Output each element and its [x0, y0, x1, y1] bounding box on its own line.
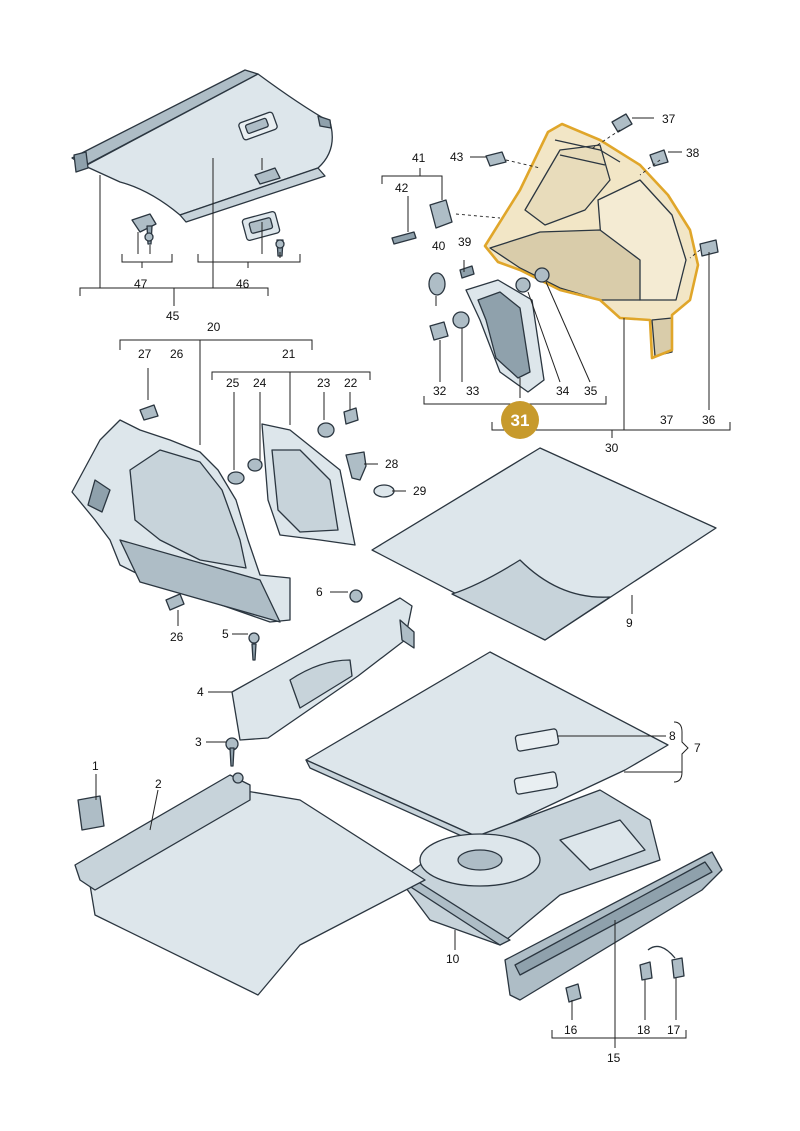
- callout-33: 33: [466, 384, 480, 398]
- luggage-cover-assembly: [71, 69, 333, 223]
- rear-bumper-trim-15: [504, 851, 723, 1003]
- callout-24: 24: [253, 376, 267, 390]
- callout-34: 34: [556, 384, 570, 398]
- callout-2: 2: [155, 777, 162, 791]
- callout-27: 27: [138, 347, 152, 361]
- callout-10: 10: [446, 952, 460, 966]
- callout-18: 18: [637, 1023, 651, 1037]
- highlight-badge-31[interactable]: 31: [501, 401, 539, 439]
- floor-covering-9: [371, 447, 717, 641]
- callout-5: 5: [222, 627, 229, 641]
- callout-23: 23: [317, 376, 331, 390]
- callout-29: 29: [413, 484, 427, 498]
- highlight-badge-label: 31: [511, 411, 530, 430]
- floor-panel-7: [305, 651, 669, 847]
- callout-30: 30: [605, 441, 619, 455]
- callout-8: 8: [669, 729, 676, 743]
- callout-46: 46: [236, 277, 250, 291]
- storage-compartment-21: [227, 407, 395, 546]
- callout-45: 45: [166, 309, 180, 323]
- side-trim-panel-20: [71, 404, 291, 623]
- loading-sill-trim-4: [231, 589, 415, 741]
- trim-fasteners-31-group: [391, 113, 719, 393]
- callout-39: 39: [458, 235, 472, 249]
- callout-37-top: 37: [662, 112, 676, 126]
- callout-26-top: 26: [170, 347, 184, 361]
- cover-handle-46: [241, 210, 285, 257]
- callout-28: 28: [385, 457, 399, 471]
- callout-21: 21: [282, 347, 296, 361]
- callout-15: 15: [607, 1051, 621, 1065]
- callout-47: 47: [134, 277, 148, 291]
- callout-22: 22: [344, 376, 358, 390]
- cover-clip-47: [131, 213, 157, 245]
- callout-17: 17: [667, 1023, 681, 1037]
- callout-41: 41: [412, 151, 426, 165]
- callout-36: 36: [702, 413, 716, 427]
- callout-7: 7: [694, 741, 701, 755]
- spare-wheel-well-10: [399, 789, 661, 946]
- callout-40: 40: [432, 239, 446, 253]
- callout-4: 4: [197, 685, 204, 699]
- callout-38: 38: [686, 146, 700, 160]
- callout-32: 32: [433, 384, 447, 398]
- callout-20: 20: [207, 320, 221, 334]
- callout-6: 6: [316, 585, 323, 599]
- callout-43: 43: [450, 150, 464, 164]
- callout-37-bottom: 37: [660, 413, 674, 427]
- side-trim-panel-31-highlighted: [483, 122, 700, 360]
- callout-35: 35: [584, 384, 598, 398]
- callout-16: 16: [564, 1023, 578, 1037]
- callout-26-bottom: 26: [170, 630, 184, 644]
- callout-42: 42: [395, 181, 409, 195]
- callout-1: 1: [92, 759, 99, 773]
- callout-9: 9: [626, 616, 633, 630]
- boot-mat-2: [74, 772, 426, 996]
- callout-3: 3: [195, 735, 202, 749]
- callout-labels: 37 38 43 41 42 39 40 32 33 34 35 37 36 3…: [92, 112, 716, 1065]
- fastener-3: [225, 737, 239, 767]
- callout-25: 25: [226, 376, 240, 390]
- leader-lines: [79, 117, 731, 1048]
